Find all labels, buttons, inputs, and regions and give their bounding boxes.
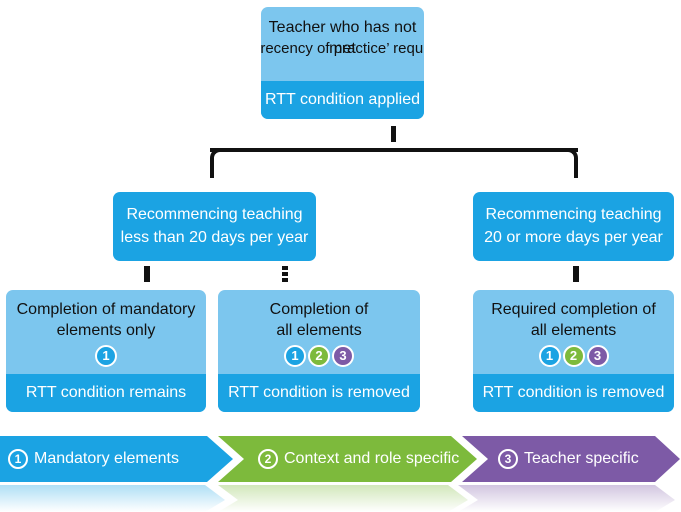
connector-solid-right bbox=[573, 266, 579, 282]
legend-arrow-1 bbox=[0, 436, 233, 482]
outcome-1-line2: elements only bbox=[56, 322, 156, 339]
badge-3: 3 bbox=[332, 345, 354, 367]
badge-2: 2 bbox=[562, 345, 585, 367]
legend-arrow-3 bbox=[462, 436, 680, 482]
outcome-2-line1: Completion of bbox=[269, 301, 369, 318]
left-branch-line1: Recommencing teaching bbox=[126, 206, 303, 223]
legend-badge-1: 1 bbox=[8, 449, 28, 469]
legend-label-3: Teacher specific bbox=[524, 450, 639, 468]
left-branch-box: Recommencing teaching less than 20 days … bbox=[113, 192, 316, 261]
badge-2: 2 bbox=[308, 345, 330, 367]
connector-dashed-c bbox=[282, 278, 288, 282]
legend-item-1: 1 Mandatory elements bbox=[8, 449, 179, 469]
legend-arrows bbox=[0, 436, 680, 512]
legend-reflection-2 bbox=[218, 485, 468, 512]
legend-badge-2: 2 bbox=[258, 449, 278, 469]
right-branch-line2: 20 or more days per year bbox=[484, 229, 663, 246]
legend-reflection-3 bbox=[458, 485, 675, 512]
legend-label-1: Mandatory elements bbox=[34, 450, 179, 468]
connector-dashed-b bbox=[282, 272, 288, 276]
connector-horizontal bbox=[210, 148, 578, 152]
outcome-3-band: RTT condition is removed bbox=[473, 374, 674, 412]
outcome-1-badges: 1 bbox=[6, 345, 206, 367]
connector-left-drop bbox=[210, 158, 214, 178]
outcome-1-line1: Completion of mandatory bbox=[16, 301, 196, 318]
outcome-3-line1: Required completion of bbox=[491, 301, 656, 318]
badge-3: 3 bbox=[586, 345, 609, 367]
top-box: Teacher who has not met ‘recency of prac… bbox=[261, 7, 424, 119]
connector-right-drop bbox=[574, 158, 578, 178]
top-band: RTT condition applied bbox=[261, 81, 424, 119]
top-title-line1: Teacher who has not met bbox=[268, 19, 417, 57]
right-branch-line1: Recommencing teaching bbox=[485, 206, 662, 223]
left-branch-line2: less than 20 days per year bbox=[120, 229, 309, 246]
legend-item-2: 2 Context and role specific bbox=[258, 449, 459, 469]
legend-badge-3: 3 bbox=[498, 449, 518, 469]
right-branch-box: Recommencing teaching 20 or more days pe… bbox=[473, 192, 674, 261]
legend-item-3: 3 Teacher specific bbox=[498, 449, 639, 469]
badge-1: 1 bbox=[284, 345, 306, 367]
legend-label-2: Context and role specific bbox=[284, 450, 460, 468]
legend-reflection-1 bbox=[0, 485, 225, 512]
connector-dashed-a bbox=[282, 266, 288, 270]
outcome-2-line2: all elements bbox=[276, 322, 362, 339]
outcome-2-band: RTT condition is removed bbox=[218, 374, 420, 412]
badge-1: 1 bbox=[538, 345, 561, 367]
badge-1: 1 bbox=[95, 345, 117, 367]
outcome-3-line2: all elements bbox=[530, 322, 617, 339]
connector-top-stem bbox=[391, 126, 396, 142]
connector-solid-left bbox=[144, 266, 150, 282]
outcome-mandatory-only: Completion of mandatory elements only 1 … bbox=[6, 290, 206, 412]
outcome-1-band: RTT condition remains bbox=[6, 374, 206, 412]
legend-arrow-2 bbox=[218, 436, 477, 482]
top-title-line2: ‘recency of practice’ requirements bbox=[261, 40, 424, 57]
